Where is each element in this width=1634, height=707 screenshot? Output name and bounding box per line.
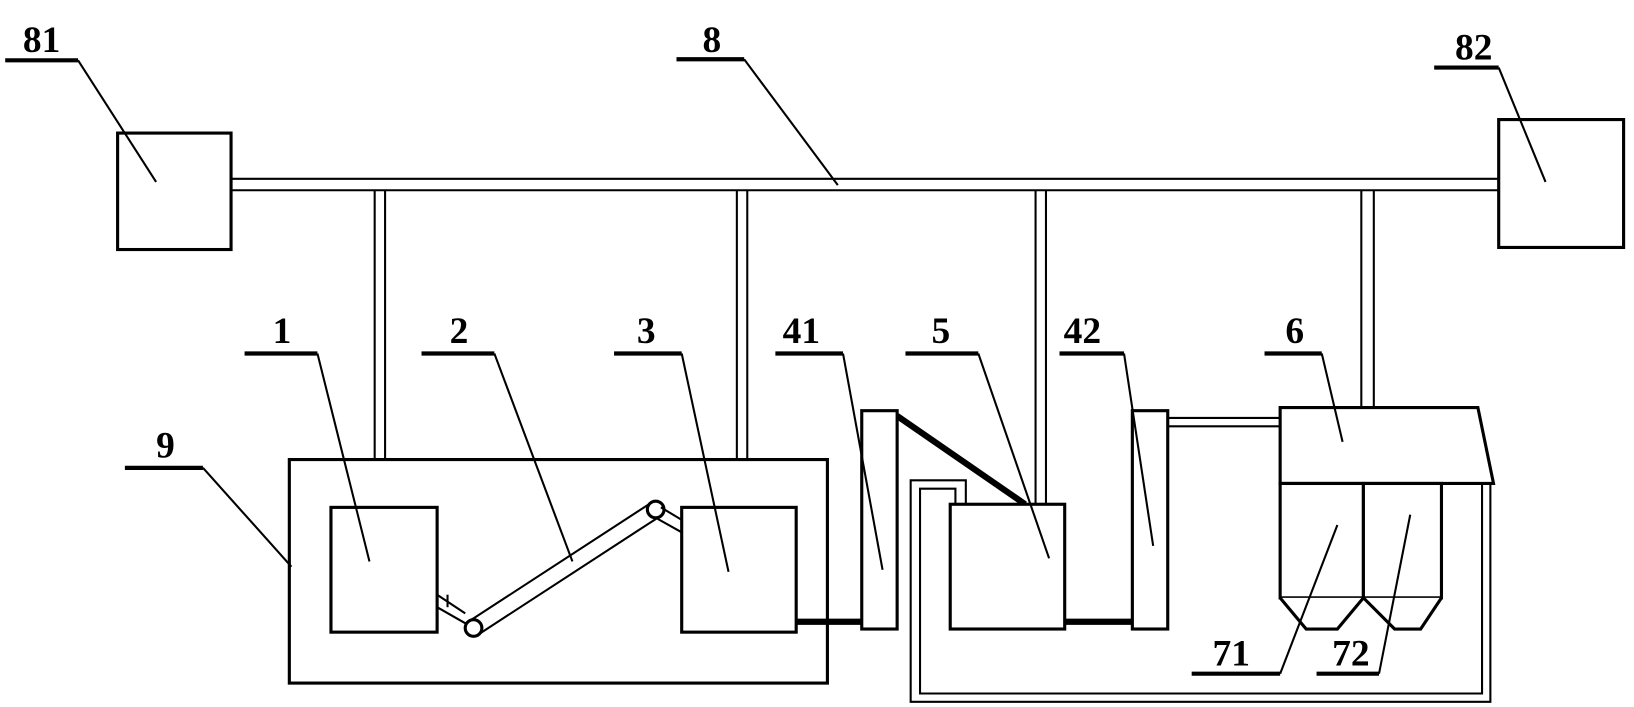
callout-6: 6	[1264, 311, 1344, 443]
callout-8: 8	[676, 20, 839, 186]
callout-41: 41	[775, 311, 884, 570]
callout-81: 81	[5, 20, 157, 183]
label-2: 2	[450, 311, 469, 352]
callout-2: 2	[421, 311, 574, 562]
label-6: 6	[1285, 311, 1304, 352]
callout-72: 72	[1316, 514, 1412, 676]
pipe-41-5	[895, 413, 1027, 507]
return-loop-pipe	[909, 479, 1492, 703]
callout-9: 9	[124, 425, 293, 568]
label-8: 8	[703, 20, 722, 61]
label-41: 41	[783, 311, 820, 352]
callout-3: 3	[614, 311, 730, 573]
callout-1: 1	[244, 311, 371, 562]
unit-82-box	[1497, 118, 1626, 250]
label-72: 72	[1332, 633, 1369, 674]
callout-42: 42	[1059, 311, 1155, 547]
callout-82: 82	[1434, 27, 1547, 183]
unit-1-box	[329, 505, 439, 634]
conveyor-2	[436, 499, 683, 638]
label-1: 1	[273, 311, 292, 352]
label-9: 9	[156, 425, 175, 466]
main-pipe-8	[231, 177, 1499, 508]
unit-81-box	[116, 131, 233, 252]
callout-5: 5	[905, 311, 1051, 559]
unit-5-box	[948, 502, 1067, 631]
unit-6-box	[1278, 406, 1496, 486]
label-81: 81	[23, 20, 60, 61]
unit-41-box	[860, 409, 899, 631]
label-3: 3	[637, 311, 656, 352]
label-82: 82	[1455, 27, 1492, 68]
callout-71: 71	[1191, 524, 1339, 676]
hopper-72	[1361, 481, 1444, 631]
label-42: 42	[1064, 311, 1101, 352]
label-5: 5	[931, 311, 950, 352]
label-71: 71	[1212, 633, 1249, 674]
hopper-71	[1278, 481, 1365, 631]
unit-3-box	[680, 505, 798, 634]
